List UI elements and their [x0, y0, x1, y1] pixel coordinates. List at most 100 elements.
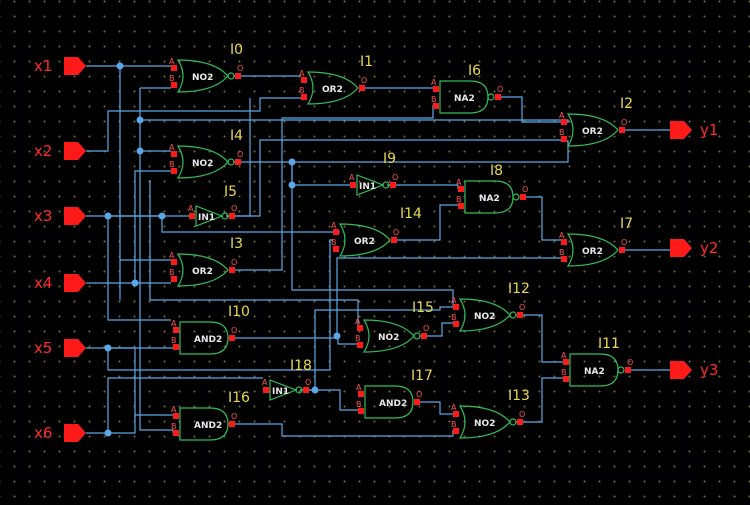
input-port-x6[interactable]: x6	[34, 424, 86, 442]
pin-a[interactable]	[350, 182, 356, 188]
pin-b-label: B	[451, 313, 457, 322]
pin-a[interactable]	[561, 239, 567, 245]
wire-net	[86, 65, 121, 300]
pin-b[interactable]	[561, 256, 567, 262]
pin-b[interactable]	[357, 342, 363, 348]
junction-dot	[158, 212, 166, 220]
pin-a[interactable]	[458, 186, 464, 192]
wire-net	[230, 105, 434, 271]
pin-out[interactable]	[390, 182, 396, 188]
pin-a[interactable]	[189, 213, 195, 219]
instance-label: I1	[360, 54, 373, 70]
input-port-x5[interactable]: x5	[34, 339, 86, 357]
pin-out[interactable]	[303, 387, 309, 393]
pin-a[interactable]	[357, 325, 363, 331]
pin-a[interactable]	[171, 259, 177, 265]
pin-a[interactable]	[173, 413, 179, 419]
pin-b[interactable]	[563, 376, 569, 382]
pin-a[interactable]	[171, 65, 177, 71]
pin-b[interactable]	[433, 103, 439, 109]
output-port-y1[interactable]: y1	[670, 121, 718, 139]
input-port-x2[interactable]: x2	[34, 142, 86, 160]
pin-a[interactable]	[301, 77, 307, 83]
pin-b[interactable]	[171, 276, 177, 282]
pin-a[interactable]	[563, 359, 569, 365]
pin-out[interactable]	[229, 267, 235, 273]
pin-out[interactable]	[517, 419, 523, 425]
pin-b[interactable]	[301, 94, 307, 100]
pin-out[interactable]	[421, 333, 427, 339]
pin-a[interactable]	[171, 151, 177, 157]
output-port-y2[interactable]: y2	[670, 239, 718, 257]
input-port-x3[interactable]: x3	[34, 207, 86, 225]
pin-b[interactable]	[173, 430, 179, 436]
input-port-x4[interactable]: x4	[34, 274, 86, 292]
pin-b-label: B	[355, 334, 361, 343]
pin-out[interactable]	[235, 159, 241, 165]
pin-out[interactable]	[391, 237, 397, 243]
pin-out[interactable]	[235, 73, 241, 79]
pin-a[interactable]	[358, 391, 364, 397]
pin-a[interactable]	[453, 411, 459, 417]
gate-type-label: NO2	[192, 73, 213, 83]
pin-out[interactable]	[520, 194, 526, 200]
pin-a-label: A	[169, 143, 175, 152]
pin-out[interactable]	[229, 213, 235, 219]
pin-a[interactable]	[433, 86, 439, 92]
buffer-body	[356, 174, 385, 196]
pin-out[interactable]	[229, 335, 235, 341]
pin-b-label: B	[331, 238, 337, 247]
pin-b-label: B	[356, 400, 362, 409]
wire-net	[140, 119, 569, 123]
pin-b[interactable]	[358, 408, 364, 414]
pin-out[interactable]	[619, 127, 625, 133]
pin-a[interactable]	[561, 119, 567, 125]
pin-a[interactable]	[333, 229, 339, 235]
wire-net	[291, 162, 454, 306]
output-port-y3[interactable]: y3	[670, 361, 718, 379]
pin-b[interactable]	[333, 246, 339, 252]
pin-b-label: B	[561, 368, 567, 377]
pin-b[interactable]	[453, 321, 459, 327]
pin-b[interactable]	[453, 428, 459, 434]
pin-a[interactable]	[453, 304, 459, 310]
pin-out[interactable]	[625, 367, 631, 373]
pin-out-label: O	[231, 412, 237, 421]
pin-out[interactable]	[229, 421, 235, 427]
inverter-bubble	[617, 366, 625, 374]
pin-b[interactable]	[458, 203, 464, 209]
pin-out[interactable]	[517, 312, 523, 318]
pin-a[interactable]	[173, 327, 179, 333]
pin-out[interactable]	[619, 247, 625, 253]
pin-b[interactable]	[173, 344, 179, 350]
pin-out[interactable]	[414, 399, 420, 405]
pin-out[interactable]	[359, 85, 365, 91]
pin-a[interactable]	[263, 387, 269, 393]
pin-b[interactable]	[171, 168, 177, 174]
pin-b[interactable]	[171, 82, 177, 88]
pin-a-label: A	[356, 383, 362, 392]
input-port-x1[interactable]: x1	[34, 57, 86, 75]
pin-b[interactable]	[561, 136, 567, 142]
pin-out[interactable]	[495, 94, 501, 100]
pin-out-label: O	[231, 204, 237, 213]
